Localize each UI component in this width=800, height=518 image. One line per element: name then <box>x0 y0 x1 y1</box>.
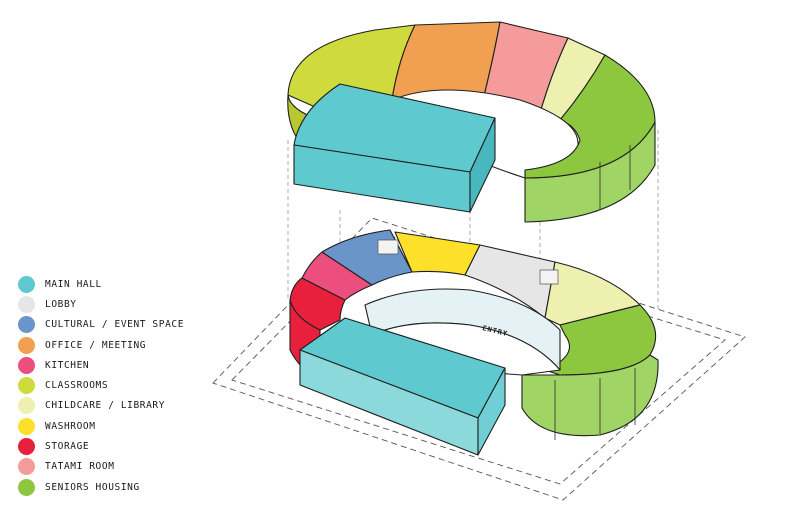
lower-storage-roof <box>289 277 346 331</box>
lower-seniors-housing-wall <box>521 354 659 437</box>
legend-label: KITCHEN <box>45 359 90 371</box>
legend-label: CLASSROOMS <box>45 380 109 392</box>
legend-label: MAIN HALL <box>45 278 102 290</box>
legend-swatch <box>18 295 35 313</box>
legend-label: STORAGE <box>45 441 90 453</box>
legend-item: LOBBY <box>18 294 184 314</box>
legend-item: CLASSROOMS <box>18 375 184 395</box>
legend-item: CULTURAL / EVENT SPACE <box>18 315 184 335</box>
legend-swatch <box>18 356 35 374</box>
legend-swatch <box>18 336 35 354</box>
legend-item: MAIN HALL <box>18 274 184 294</box>
legend-swatch <box>18 478 35 496</box>
legend-label: OFFICE / MEETING <box>45 339 147 351</box>
legend-swatch <box>18 417 35 435</box>
legend-label: TATAMI ROOM <box>45 461 115 473</box>
legend-swatch <box>18 397 35 415</box>
legend-swatch <box>18 275 35 293</box>
legend-label: WASHROOM <box>45 420 96 432</box>
legend-label: LOBBY <box>45 298 77 310</box>
legend-label: CULTURAL / EVENT SPACE <box>45 319 185 331</box>
legend-item: TATAMI ROOM <box>18 457 184 477</box>
legend-label: SENIORS HOUSING <box>45 481 140 493</box>
legend-item: WASHROOM <box>18 416 184 436</box>
legend: MAIN HALL LOBBY CULTURAL / EVENT SPACE OFFI… <box>18 274 184 497</box>
legend-item: KITCHEN <box>18 355 184 375</box>
legend-swatch <box>18 377 35 395</box>
legend-item: STORAGE <box>18 436 184 456</box>
legend-swatch <box>18 316 35 334</box>
legend-item: SENIORS HOUSING <box>18 477 184 497</box>
upper-level <box>287 21 656 223</box>
upper-main-hall-side <box>469 117 496 213</box>
lower-main-hall-side <box>477 367 506 456</box>
legend-item: CHILDCARE / LIBRARY <box>18 396 184 416</box>
legend-swatch <box>18 458 35 476</box>
lower-level <box>289 229 659 456</box>
legend-label: CHILDCARE / LIBRARY <box>45 400 166 412</box>
legend-swatch <box>18 438 35 456</box>
legend-item: OFFICE / MEETING <box>18 335 184 355</box>
